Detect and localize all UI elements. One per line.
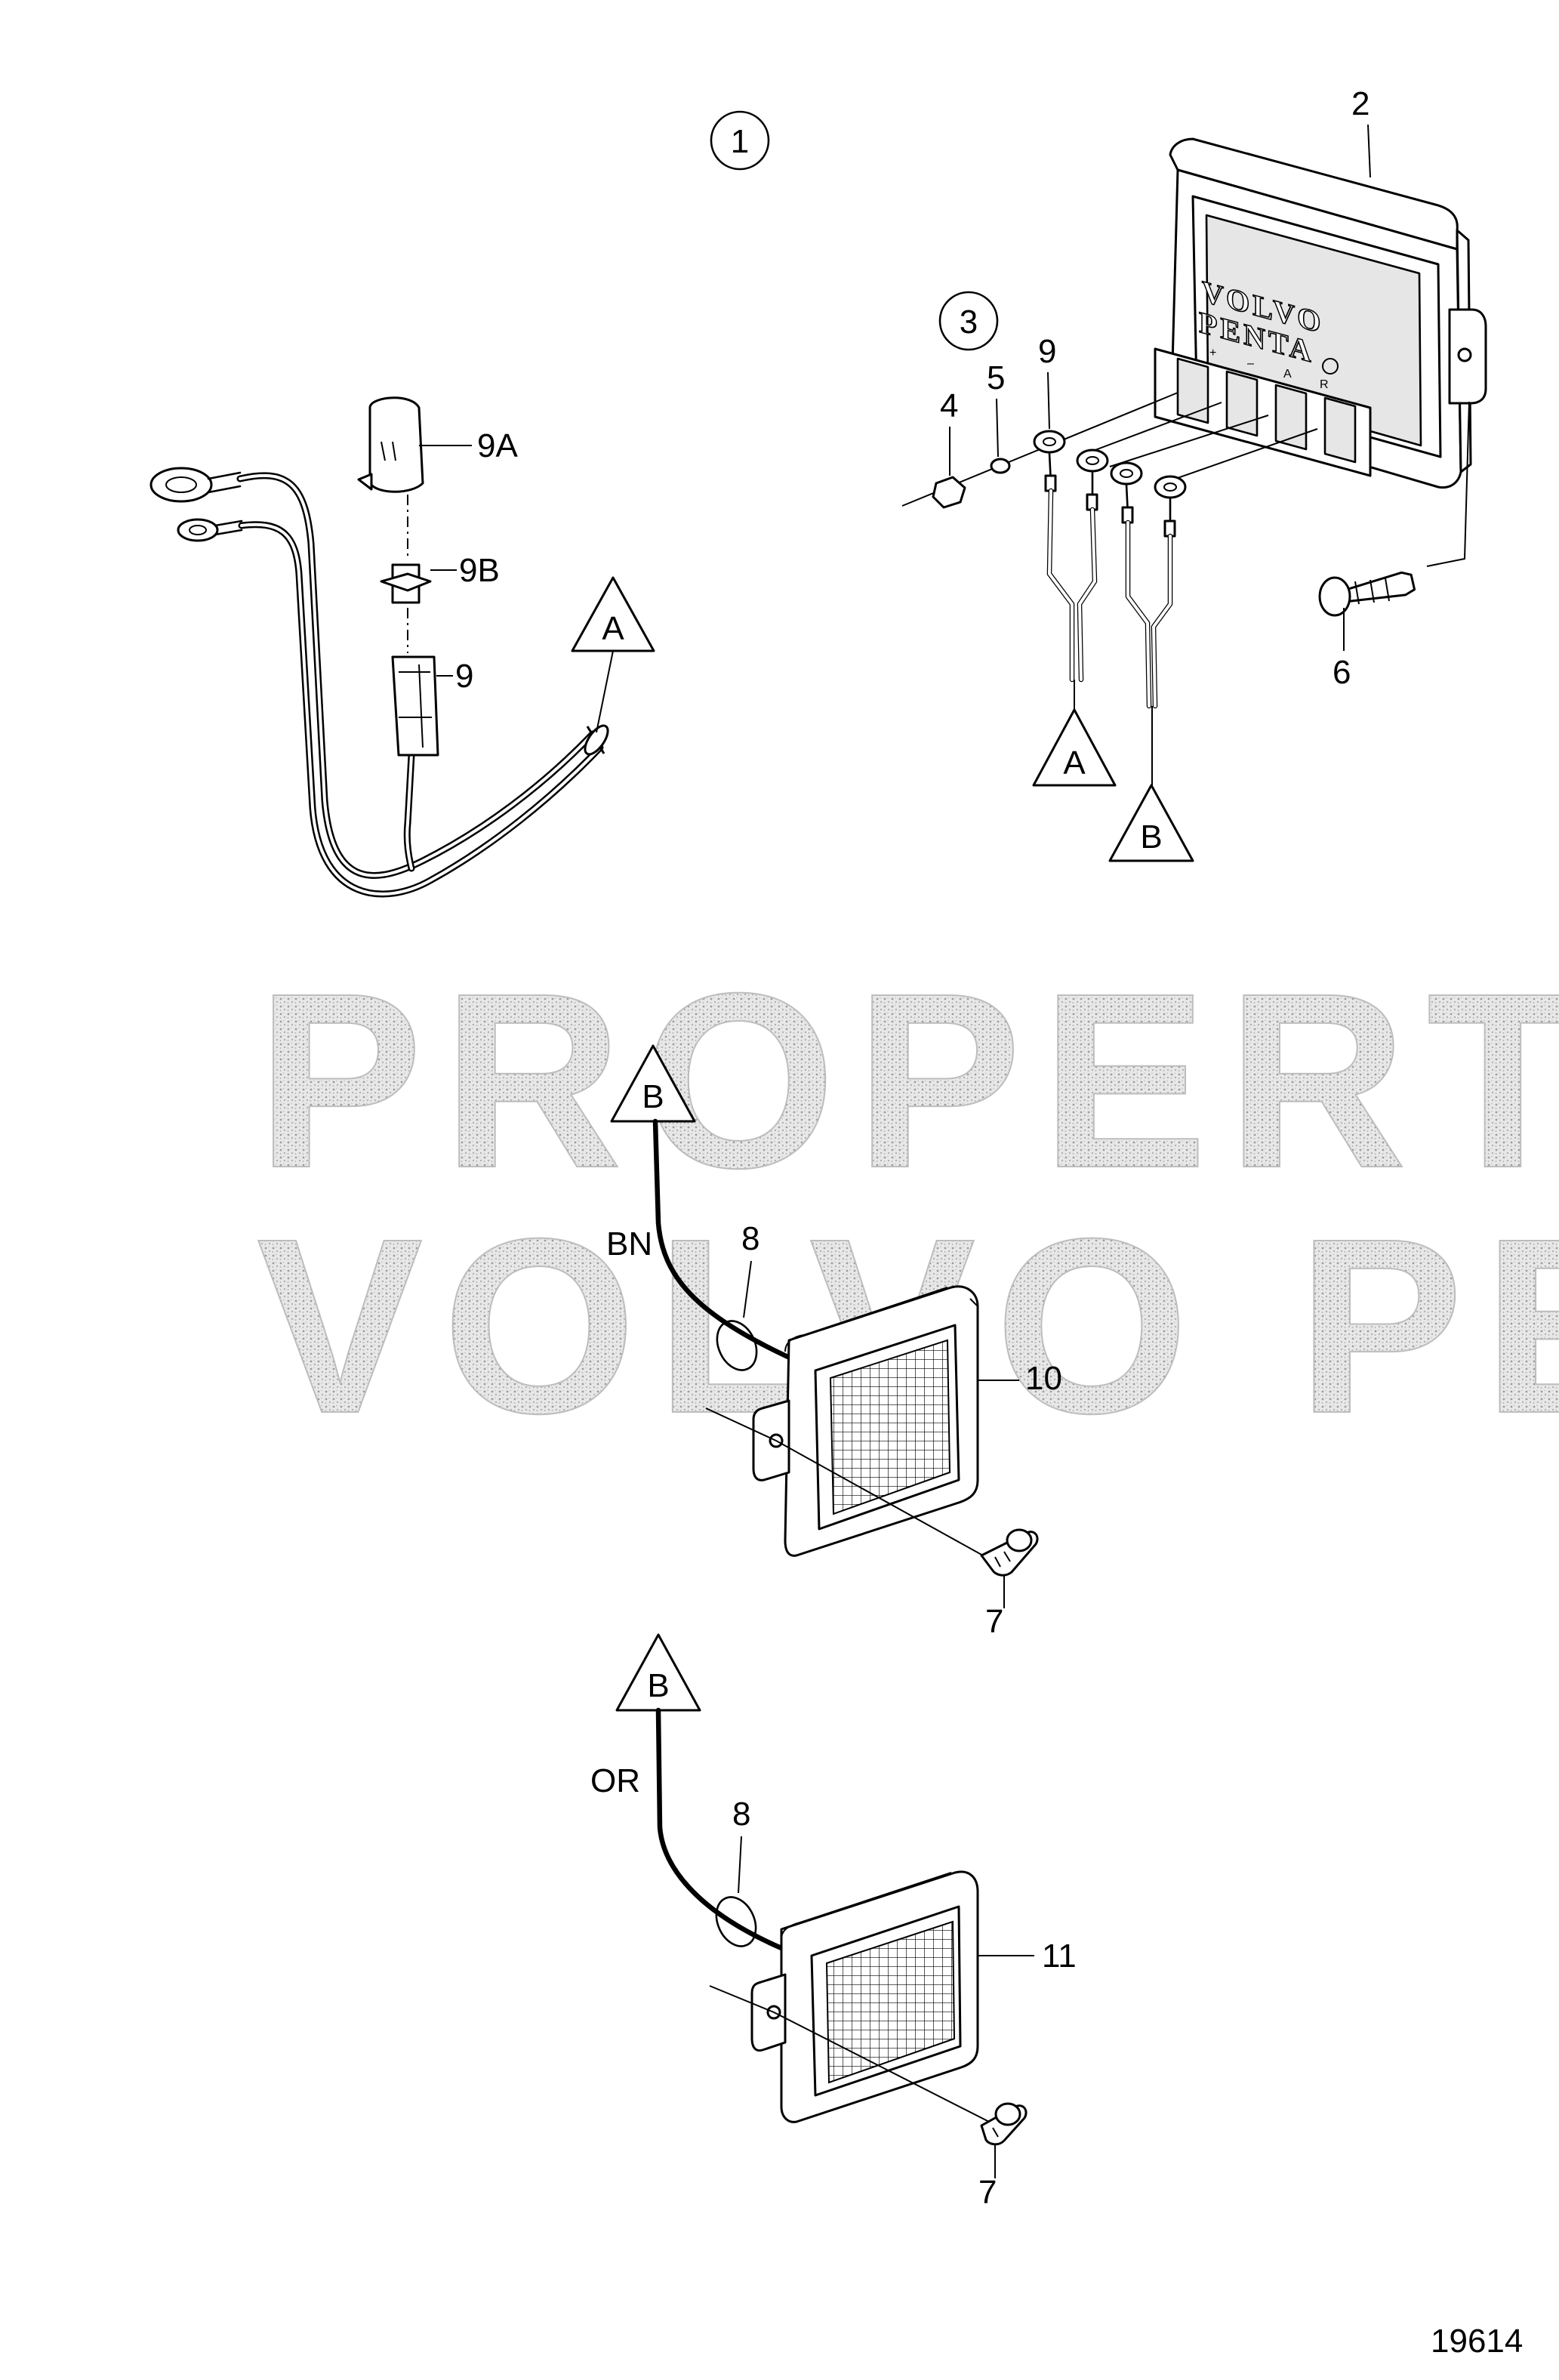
connector-b-label-right: B — [1140, 819, 1162, 856]
watermark: PROPERTY OF VOLVO PENTA — [256, 940, 1559, 1466]
small-ring-terminal — [177, 518, 219, 542]
terminal-leads — [901, 392, 1318, 709]
wire-color-or: OR — [590, 1762, 640, 1799]
callout-4: 4 — [940, 387, 958, 424]
control-unit: VOLVO PENTA + – A R — [1154, 137, 1487, 489]
wiring-harness-with-fuse-holder — [149, 396, 609, 898]
callout-8: 8 — [741, 1220, 759, 1257]
control-unit-callouts: 2 4 5 9 — [940, 85, 1371, 476]
grille — [829, 1339, 951, 1515]
callout-6: 6 — [1333, 654, 1351, 691]
wire-color-bn: BN — [606, 1225, 652, 1262]
assembly-reference-number: 1 — [731, 123, 749, 160]
callout-8-lower: 8 — [732, 1796, 750, 1833]
callout-9b: 9B — [459, 552, 500, 589]
component-10: B BN 8 10 7 — [606, 1044, 1062, 1640]
nut — [932, 476, 966, 509]
terminal-minus: – — [1247, 357, 1254, 370]
watermark-line-1: PROPERTY OF — [257, 941, 1559, 1219]
callout-9-harness: 9 — [455, 658, 473, 695]
o-ring-8-upper — [716, 1320, 758, 1371]
callout-5: 5 — [987, 359, 1005, 396]
harness-callouts: 9A 9B 9 — [419, 427, 518, 695]
o-ring-8-lower — [715, 1896, 757, 1947]
connector-a-label-left: A — [602, 610, 624, 647]
fuse-holder — [391, 655, 439, 757]
callout-9-fuse: 9 — [1038, 333, 1056, 370]
kit-reference: 3 — [938, 291, 999, 351]
callout-7-lower: 7 — [978, 2174, 997, 2211]
connector-a-marker-right: A — [1032, 680, 1117, 787]
connector-a-label-right: A — [1063, 745, 1086, 782]
component-11: B OR 8 11 7 — [590, 1633, 1077, 2211]
assembly-reference: 1 — [710, 110, 770, 171]
connector-b-label-11: B — [647, 1667, 669, 1704]
fuse-cover — [368, 396, 424, 493]
terminal-a: A — [1283, 368, 1292, 381]
callout-11: 11 — [1042, 1938, 1077, 1975]
callout-10: 10 — [1025, 1360, 1062, 1397]
kit-reference-number: 3 — [960, 304, 978, 341]
connector-b-label-10: B — [642, 1078, 664, 1115]
callout-9a: 9A — [477, 427, 518, 464]
screw-6: 6 — [1318, 401, 1470, 691]
terminal-plus: + — [1209, 347, 1216, 359]
connector-a-marker-left: A — [571, 576, 655, 733]
callout-7: 7 — [985, 1603, 1003, 1640]
watermark-line-2: VOLVO PENTA — [257, 1186, 1559, 1465]
grille-11 — [825, 1920, 956, 2084]
large-ring-terminal — [149, 467, 213, 503]
washer — [990, 458, 1011, 474]
callout-2: 2 — [1351, 85, 1370, 122]
terminal-r: R — [1320, 378, 1329, 391]
drawing-number: 19614 — [1431, 2323, 1523, 2360]
connector-b-marker-right: B — [1108, 706, 1194, 862]
